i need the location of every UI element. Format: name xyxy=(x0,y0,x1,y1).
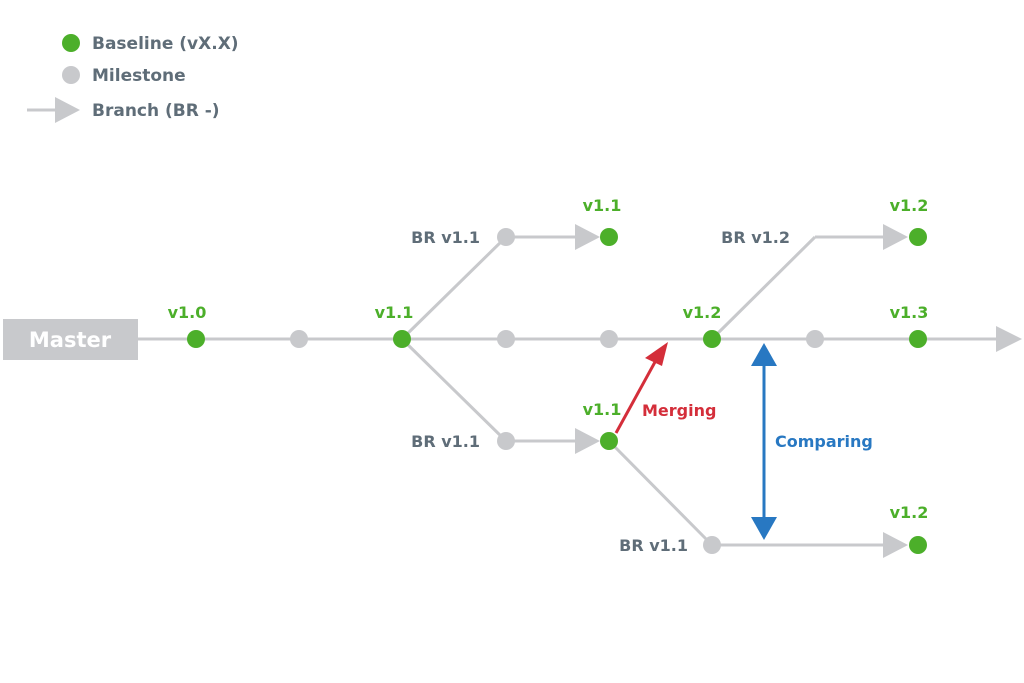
branch-nodes xyxy=(497,228,927,554)
legend-baseline-label: Baseline (vX.X) xyxy=(92,34,239,54)
milestone-node xyxy=(600,330,618,348)
baseline-node xyxy=(703,330,721,348)
milestone-node xyxy=(806,330,824,348)
version-label: v1.1 xyxy=(375,303,414,322)
comparing-annotation: Comparing xyxy=(751,343,873,540)
lower-branch-2-diag xyxy=(607,439,714,547)
merging-annotation: Merging xyxy=(614,342,716,434)
master-label: Master xyxy=(29,328,112,352)
baseline-node xyxy=(187,330,205,348)
comparing-label: Comparing xyxy=(775,432,873,451)
legend-milestone-label: Milestone xyxy=(92,66,186,86)
comparing-arrow-head-up xyxy=(751,343,777,366)
lower-branch-1-arrow xyxy=(575,428,600,454)
branch-lines xyxy=(138,224,1022,558)
legend-baseline-dot xyxy=(62,34,80,52)
version-label: v1.1 xyxy=(583,196,622,215)
baseline-node xyxy=(909,228,927,246)
comparing-arrow-head-down xyxy=(751,517,777,540)
milestone-node xyxy=(290,330,308,348)
legend: Baseline (vX.X) Milestone Branch (BR -) xyxy=(27,34,239,123)
master-box: Master xyxy=(3,319,138,360)
baseline-node xyxy=(909,536,927,554)
milestone-node xyxy=(703,536,721,554)
master-box-bg xyxy=(3,319,138,360)
version-label: v1.3 xyxy=(890,303,929,322)
milestone-node xyxy=(497,330,515,348)
version-label: v1.2 xyxy=(683,303,722,322)
merging-arrow-head xyxy=(645,342,668,366)
version-label: v1.0 xyxy=(168,303,207,322)
upper-branch-2-diag xyxy=(710,235,817,341)
legend-branch-arrow xyxy=(55,97,80,123)
branch-label: BR v1.2 xyxy=(721,228,790,247)
main-line-arrow xyxy=(996,326,1022,352)
baseline-node xyxy=(600,432,618,450)
merging-arrow-shaft xyxy=(614,361,657,434)
branch-label: BR v1.1 xyxy=(619,536,688,555)
branch-labels: BR v1.1 v1.1 BR v1.2 v1.2 BR v1.1 v1.1 B… xyxy=(411,196,928,555)
version-label: v1.1 xyxy=(583,400,622,419)
baseline-node xyxy=(393,330,411,348)
upper-branch-2-arrow xyxy=(883,224,908,250)
legend-branch-label: Branch (BR -) xyxy=(92,101,220,121)
branch-label: BR v1.1 xyxy=(411,228,480,247)
milestone-node xyxy=(497,228,515,246)
main-line-nodes xyxy=(187,330,927,348)
branch-label: BR v1.1 xyxy=(411,432,480,451)
main-line-labels: v1.0 v1.1 v1.2 v1.3 xyxy=(168,303,929,322)
baseline-node xyxy=(909,330,927,348)
version-label: v1.2 xyxy=(890,503,929,522)
merging-label: Merging xyxy=(642,401,716,420)
baseline-node xyxy=(600,228,618,246)
upper-branch-1-arrow xyxy=(575,224,600,250)
lower-branch-2-arrow xyxy=(883,532,908,558)
milestone-node xyxy=(497,432,515,450)
legend-milestone-dot xyxy=(62,66,80,84)
version-label: v1.2 xyxy=(890,196,929,215)
upper-branch-1-diag xyxy=(400,235,508,341)
lower-branch-1-diag xyxy=(400,337,508,443)
